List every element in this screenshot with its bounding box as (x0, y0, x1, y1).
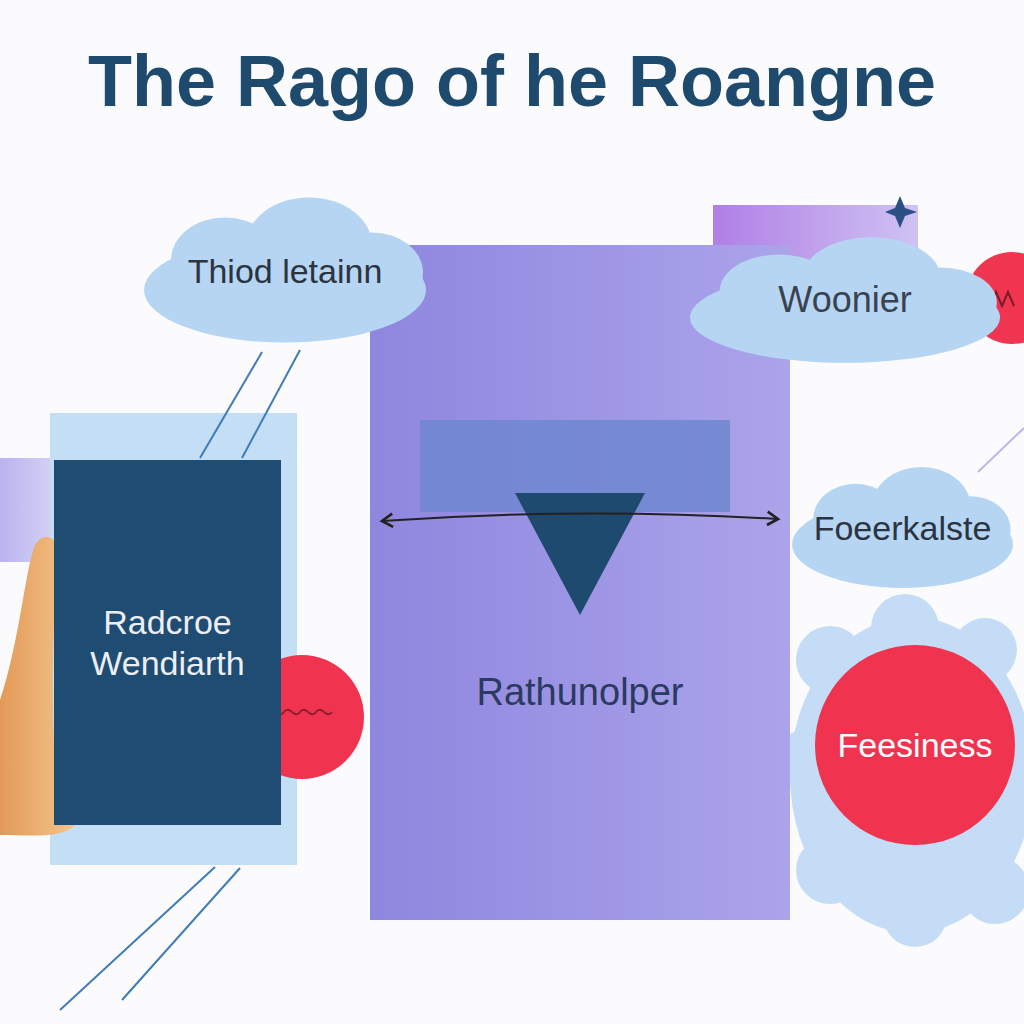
leader-line (122, 868, 240, 1000)
node-label: Foeerkalste (814, 508, 992, 549)
double-arrow (382, 513, 778, 521)
node-label: Woonier (778, 278, 911, 321)
star-symbol (885, 196, 917, 228)
leader-line (242, 350, 300, 458)
node-label: Thiod letainn (188, 251, 383, 292)
diagram-title: The Rago of he Roangne (88, 40, 936, 123)
gear-bump (796, 836, 864, 904)
node-label: Rathunolper (476, 670, 683, 716)
gear-cloud (775, 594, 1024, 947)
back-panel (50, 413, 297, 865)
node-label: Feesiness (838, 725, 993, 766)
gear-bump (883, 883, 947, 947)
cloud-puff (792, 500, 1013, 588)
gear-bump (961, 856, 1024, 924)
leader-line (200, 352, 262, 458)
cloud-bubble: Thiod letainn (135, 195, 435, 345)
leader-line (978, 428, 1024, 472)
cloud-bubble: Foeerkalste (785, 465, 1020, 590)
node-label: Radcroe Wendiarth (74, 602, 261, 684)
process-box: Radcroe Wendiarth (54, 460, 281, 825)
funnel-triangle (515, 493, 645, 615)
leader-line (60, 867, 215, 1010)
cloud-bubble: Woonier (680, 235, 1010, 365)
circle-node: Feesiness (815, 645, 1015, 845)
